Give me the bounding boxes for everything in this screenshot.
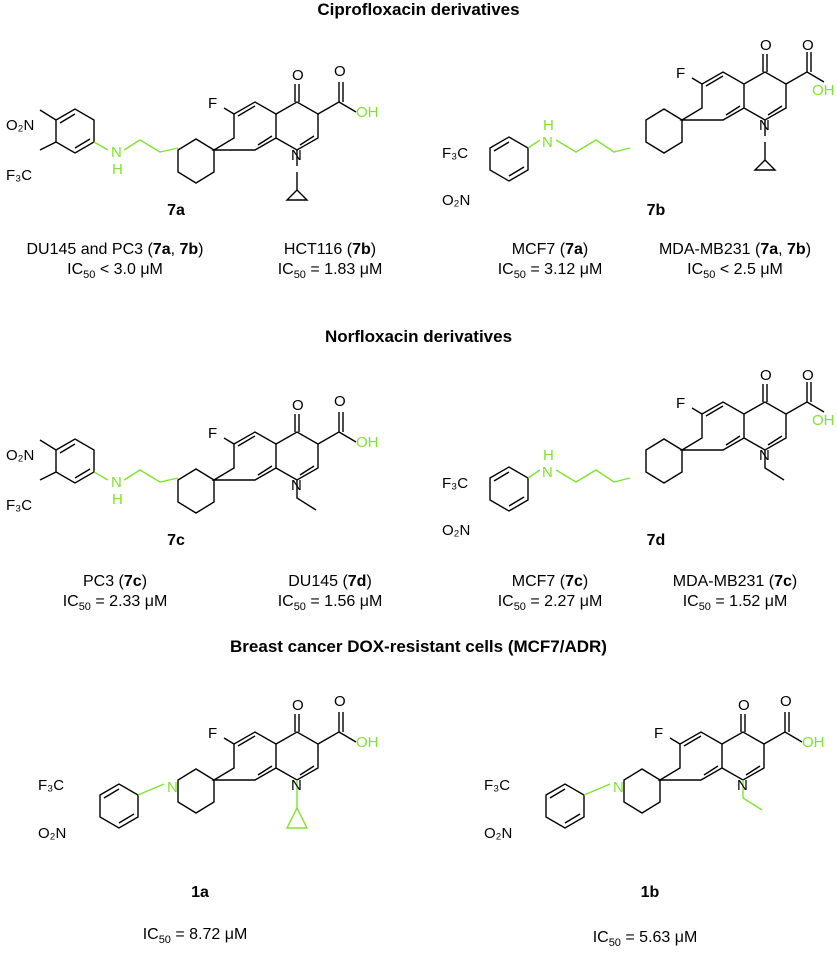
label-o2n-7a: O₂N bbox=[6, 117, 34, 134]
label-h-7b: H bbox=[543, 117, 554, 134]
label-o-7a: O bbox=[292, 67, 304, 84]
label-f-7c: F bbox=[208, 425, 217, 442]
label-o-1a: O bbox=[292, 697, 304, 714]
label-f3c-1b: F₃C bbox=[484, 777, 510, 794]
compound-label-7d: 7d bbox=[646, 532, 666, 549]
label-oh-7b: OH bbox=[812, 82, 835, 99]
label-f3c-7d: F₃C bbox=[442, 475, 468, 492]
structure-7b: F₃C O₂N N H F O O OH N bbox=[442, 37, 835, 209]
section-title-dox-resistant: Breast cancer DOX-resistant cells (MCF7/… bbox=[230, 637, 607, 656]
label-o2n-7b: O₂N bbox=[442, 192, 470, 209]
label-n1-7c: N bbox=[291, 477, 302, 494]
label-o2n-7d: O₂N bbox=[442, 522, 470, 539]
label-o-7c: O bbox=[292, 397, 304, 414]
structure-7a: O₂N F₃C N H F O O OH N bbox=[6, 63, 379, 201]
result-pc3-7c: PC3 (7c) IC50 = 2.33 μM bbox=[62, 573, 168, 614]
structure-7d: F₃C O₂N N H F O O OH N bbox=[442, 367, 835, 539]
compound-label-7b: 7b bbox=[646, 202, 666, 219]
label-o-7d: O bbox=[760, 367, 772, 384]
label-pip-n-1a: N bbox=[167, 779, 178, 796]
compound-label-7c: 7c bbox=[167, 532, 185, 549]
label-n1-7d: N bbox=[759, 447, 770, 464]
result-1a: IC50 = 8.72 μM bbox=[142, 926, 248, 947]
label-o2n-1a: O₂N bbox=[38, 825, 66, 842]
compound-label-7a: 7a bbox=[167, 202, 185, 219]
structure-7c: O₂N F₃C N H F O O OH N bbox=[6, 393, 379, 514]
compound-label-1b: 1b bbox=[640, 884, 660, 901]
label-f3c-7b: F₃C bbox=[442, 145, 468, 162]
label-n1-7b: N bbox=[759, 117, 770, 134]
label-oh-1a: OH bbox=[356, 734, 379, 751]
label-oh-7c: OH bbox=[356, 434, 379, 451]
label-h-7d: H bbox=[543, 447, 554, 464]
result-1b: IC50 = 5.63 μM bbox=[592, 929, 698, 950]
section-title-norfloxacin: Norfloxacin derivatives bbox=[324, 327, 513, 346]
label-f3c-7a: F₃C bbox=[6, 167, 32, 184]
label-o-1b: O bbox=[738, 697, 750, 714]
label-oh-1b: OH bbox=[802, 734, 825, 751]
label-f-1b: F bbox=[654, 725, 663, 742]
label-acid-o-1b: O bbox=[780, 693, 792, 710]
result-mcf7-7c: MCF7 (7c) IC50 = 2.27 μM bbox=[497, 573, 603, 614]
result-du145-7d: DU145 (7d) IC50 = 1.56 μM bbox=[277, 573, 383, 614]
label-o2n-7c: O₂N bbox=[6, 447, 34, 464]
label-f3c-1a: F₃C bbox=[38, 777, 64, 794]
label-oh-7a: OH bbox=[356, 104, 379, 121]
label-n1-7a: N bbox=[291, 147, 302, 164]
result-mcf7-7a: MCF7 (7a) IC50 = 3.12 μM bbox=[497, 241, 603, 282]
label-acid-o-1a: O bbox=[334, 693, 346, 710]
label-h-7a: H bbox=[112, 161, 123, 178]
result-hct116: HCT116 (7b) IC50 = 1.83 μM bbox=[277, 241, 383, 282]
label-f-7d: F bbox=[676, 395, 685, 412]
label-pip-n-1b: N bbox=[613, 779, 624, 796]
structure-1a: F₃C O₂N N F O O OH N bbox=[38, 693, 379, 842]
label-f-7a: F bbox=[208, 95, 217, 112]
compound-label-1a: 1a bbox=[191, 884, 209, 901]
label-n1-1a: N bbox=[291, 777, 302, 794]
label-acid-o-7d: O bbox=[802, 367, 814, 384]
label-o-7b: O bbox=[760, 37, 772, 54]
result-du145-pc3: DU145 and PC3 (7a, 7b) IC50 < 3.0 μM bbox=[26, 241, 204, 282]
label-nh-7d: N bbox=[542, 464, 553, 481]
label-f3c-7c: F₃C bbox=[6, 497, 32, 514]
label-nh-7b: N bbox=[542, 134, 553, 151]
label-o2n-1b: O₂N bbox=[484, 825, 512, 842]
label-f-7b: F bbox=[676, 65, 685, 82]
structure-1b: F₃C O₂N N F O O OH N bbox=[484, 693, 825, 842]
label-oh-7d: OH bbox=[812, 412, 835, 429]
result-mdamb231-7a7b: MDA-MB231 (7a, 7b) IC50 < 2.5 μM bbox=[658, 241, 812, 282]
result-mdamb231-7c: MDA-MB231 (7c) IC50 = 1.52 μM bbox=[672, 573, 798, 614]
label-n1-1b: N bbox=[737, 777, 748, 794]
label-acid-o-7c: O bbox=[334, 393, 346, 410]
label-h-7c: H bbox=[112, 491, 123, 508]
label-f-1a: F bbox=[208, 725, 217, 742]
label-acid-o-7b: O bbox=[802, 37, 814, 54]
label-nh-7a: N bbox=[111, 144, 122, 161]
label-acid-o-7a: O bbox=[334, 63, 346, 80]
section-title-ciprofloxacin: Ciprofloxacin derivatives bbox=[317, 0, 520, 19]
label-nh-7c: N bbox=[111, 474, 122, 491]
